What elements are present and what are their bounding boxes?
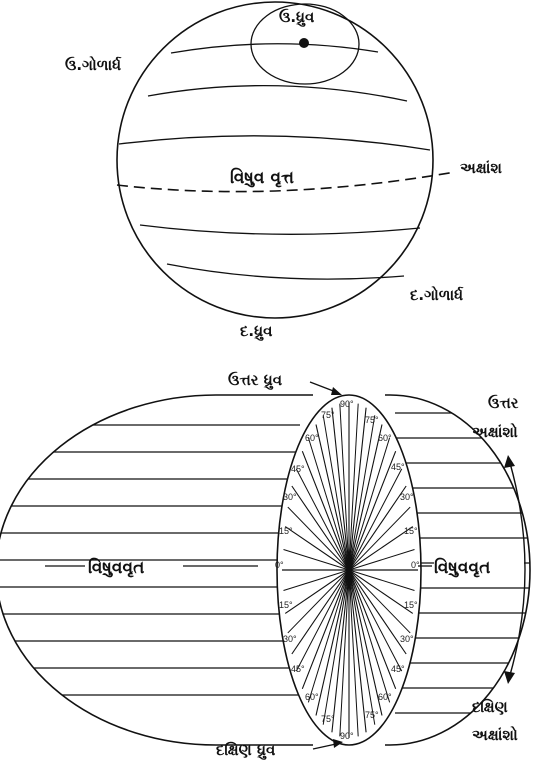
latitude-line-north-3 <box>119 136 430 150</box>
equator-right-label: વિષુવવૃત <box>434 557 490 578</box>
degree-label: 30° <box>283 634 297 644</box>
degree-label: 45° <box>291 664 305 674</box>
degree-label: 90° <box>340 399 354 409</box>
degree-label: 75° <box>365 710 379 720</box>
south-hemisphere-label: દ.ગોળાર્ધ <box>410 285 464 304</box>
south-pole-label: દક્ષિણ ધ્રુવ <box>216 741 276 760</box>
degree-label: 75° <box>321 410 335 420</box>
south-arrowhead <box>504 671 515 684</box>
degree-label: 60° <box>378 433 392 443</box>
degree-label: 75° <box>365 415 379 425</box>
latitude-line-south-1 <box>140 225 420 234</box>
latitude-line-north-1 <box>171 44 378 53</box>
north-pole-arrow <box>310 382 336 392</box>
degree-label: 15° <box>404 526 418 536</box>
latitude-label: અક્ષાંશ <box>460 159 502 177</box>
north-latitudes-label-line2: અક્ષાંશો <box>472 422 518 441</box>
degree-label: 15° <box>279 600 293 610</box>
south-pole-arrow <box>313 744 336 749</box>
south-pole-label: દ.ધ્રુવ <box>240 322 273 341</box>
degree-label: 45° <box>391 462 405 472</box>
south-latitudes-label-line1: દક્ષિણ <box>472 698 508 716</box>
north-pole-label: ઉ.ધ્રુવ <box>279 8 315 27</box>
degree-label: 60° <box>305 692 319 702</box>
degree-label: 0° <box>411 560 420 570</box>
equator-label: વિષુવ વૃત્ત <box>230 167 294 188</box>
degree-label: 60° <box>305 433 319 443</box>
left-hemisphere-hatching <box>0 425 300 695</box>
north-pole-arrowhead <box>331 387 342 395</box>
north-pole-label: ઉત્તર ધ્રુવ <box>228 371 283 390</box>
degree-label: 90° <box>340 731 354 741</box>
equator-left-label: વિષુવવૃત <box>88 557 144 578</box>
left-hemisphere-outline <box>0 395 313 745</box>
degree-label: 15° <box>404 600 418 610</box>
south-latitudes-label-line2: અક્ષાંશો <box>472 725 518 744</box>
split-globe: 90° 75° 75° 60° 60° 45° 45° 30° 30° 15° … <box>0 371 530 760</box>
degree-label: 60° <box>378 692 392 702</box>
degree-label: 75° <box>321 714 335 724</box>
degree-label: 30° <box>283 492 297 502</box>
latitude-line-south-2 <box>167 264 404 279</box>
top-globe: ઉ.ધ્રુવ ઉ.ગોળાર્ધ વિષુવ વૃત્ત અક્ષાંશ દ.… <box>65 2 502 341</box>
north-arrowhead <box>504 455 515 468</box>
degree-label: 45° <box>391 664 405 674</box>
degree-label: 15° <box>279 526 293 536</box>
north-pole-dot <box>299 38 309 48</box>
latitude-line-north-2 <box>148 86 407 101</box>
degree-label: 30° <box>400 634 414 644</box>
degree-label: 45° <box>291 464 305 474</box>
degree-label: 30° <box>400 492 414 502</box>
degree-label: 0° <box>275 560 284 570</box>
globe-outline <box>117 2 433 318</box>
north-hemisphere-label: ઉ.ગોળાર્ધ <box>65 55 122 74</box>
north-latitudes-label-line1: ઉત્તર <box>488 394 519 412</box>
